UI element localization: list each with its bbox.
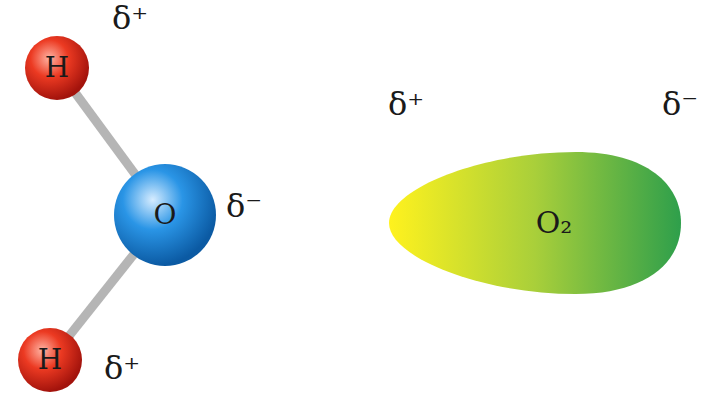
atom-fill — [18, 328, 82, 392]
partial-charge-label: δ⁻ — [662, 88, 698, 120]
hydrogen-atom: H — [17, 327, 83, 393]
atom-symbol: O — [154, 201, 177, 229]
atom-symbol: H — [38, 346, 62, 374]
dipole-blob — [385, 150, 683, 296]
hydrogen-atom: H — [24, 35, 90, 101]
atom-fill — [114, 164, 216, 266]
covalent-bond — [75, 93, 135, 175]
covalent-bond — [69, 254, 134, 336]
atom-symbol: O₂ — [496, 208, 573, 238]
blob-fill — [389, 152, 681, 294]
atom-symbol: H — [45, 54, 69, 82]
partial-charge-label: δ⁺ — [388, 88, 424, 120]
partial-charge-label: δ⁺ — [112, 2, 148, 34]
partial-charge-label: δ⁻ — [226, 190, 262, 222]
partial-charge-label: δ⁺ — [104, 352, 140, 384]
atom-fill — [25, 36, 89, 100]
oxygen-atom: O — [113, 163, 217, 267]
oxygen-molecule-dipole: O₂ — [385, 150, 683, 296]
